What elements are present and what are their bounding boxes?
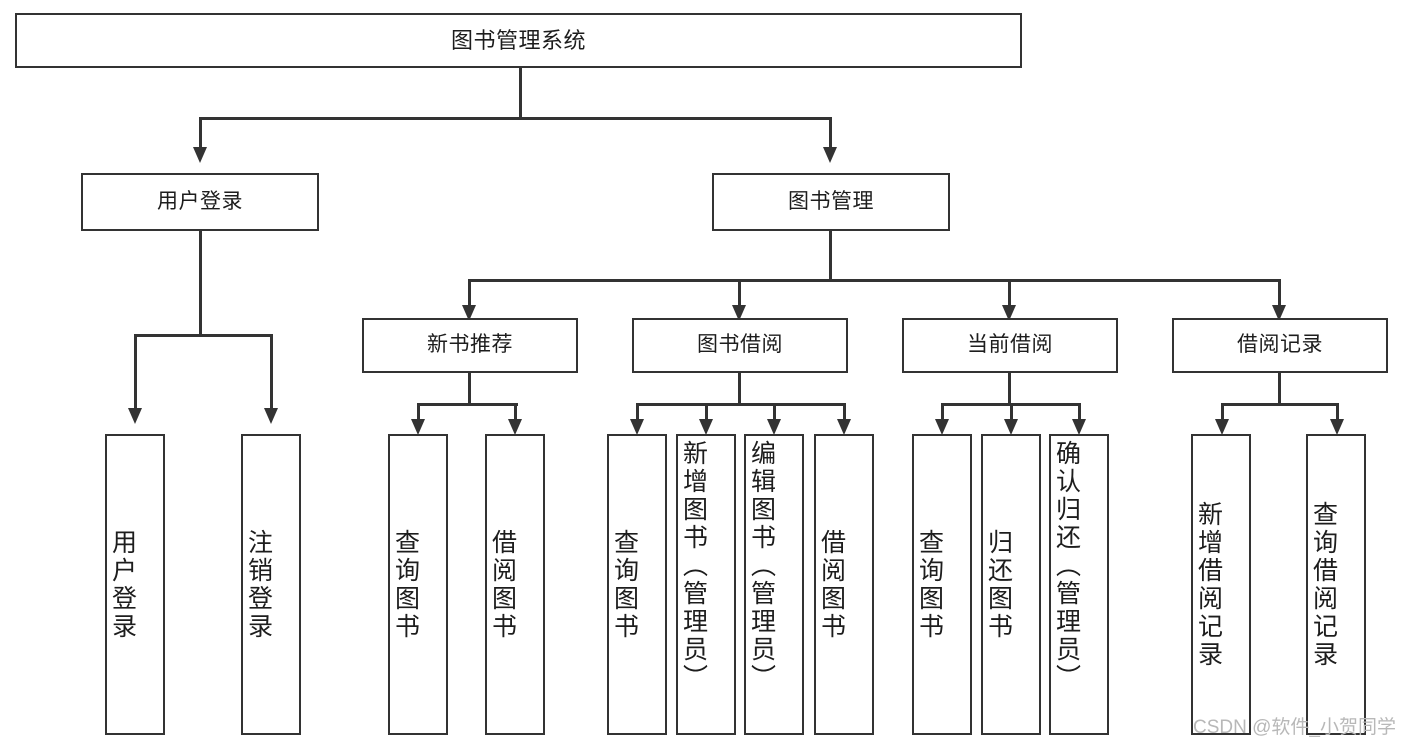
arrow-bb-to-leaf-3: [767, 419, 781, 435]
connector-book-borrow-trunk: [738, 373, 741, 405]
connector-user-login-trunk: [199, 231, 202, 336]
connector-user-login-to-leaf-1: [134, 334, 137, 410]
arrow-nb-to-leaf-1: [411, 419, 425, 435]
connector-current-borrow-trunk: [1008, 373, 1011, 405]
arrow-user-login-to-leaf-1: [128, 408, 142, 424]
connector-book-management-bar: [468, 279, 1280, 282]
arrow-bb-to-leaf-2: [699, 419, 713, 435]
connector-book-borrow-bar: [636, 403, 845, 406]
arrow-bm-to-new-book: [462, 305, 476, 321]
connector-bm-to-new-book: [468, 279, 471, 307]
leaf-new-book-query[interactable]: 查询图书: [388, 434, 448, 735]
arrow-bb-to-leaf-4: [837, 419, 851, 435]
node-label: 新增图书（管理员）: [679, 440, 708, 692]
leaf-current-borrow-return[interactable]: 归还图书: [981, 434, 1041, 735]
node-book-borrow[interactable]: 图书借阅: [632, 318, 848, 373]
leaf-book-borrow-query[interactable]: 查询图书: [607, 434, 667, 735]
leaf-book-borrow-add[interactable]: 新增图书（管理员）: [676, 434, 736, 735]
connector-cb-to-leaf-2: [1010, 403, 1013, 421]
arrow-user-login-to-leaf-2: [264, 408, 278, 424]
leaf-book-borrow-edit[interactable]: 编辑图书（管理员）: [744, 434, 804, 735]
arrow-bm-to-current-borrow: [1002, 305, 1016, 321]
connector-cb-to-leaf-3: [1078, 403, 1081, 421]
node-label: 用户登录: [157, 189, 243, 213]
connector-root-bar: [199, 117, 831, 120]
node-label: 借阅图书: [488, 528, 517, 641]
connector-br-to-leaf-2: [1336, 403, 1339, 421]
arrow-nb-to-leaf-2: [508, 419, 522, 435]
connector-user-login-to-leaf-2: [270, 334, 273, 410]
connector-nb-to-leaf-1: [417, 403, 420, 421]
node-label: 新书推荐: [427, 333, 513, 357]
connector-bb-to-leaf-3: [773, 403, 776, 421]
connector-book-management-trunk: [829, 231, 832, 281]
arrow-bm-to-book-borrow: [732, 305, 746, 321]
node-label: 当前借阅: [967, 333, 1053, 357]
connector-cb-to-leaf-1: [941, 403, 944, 421]
watermark-text: CSDN @软件_小贺同学: [1193, 717, 1396, 738]
node-label: 借阅记录: [1237, 333, 1323, 357]
connector-root-trunk: [519, 68, 522, 118]
arrow-cb-to-leaf-3: [1072, 419, 1086, 435]
node-user-login[interactable]: 用户登录: [81, 173, 319, 231]
leaf-new-book-borrow[interactable]: 借阅图书: [485, 434, 545, 735]
node-label: 借阅图书: [817, 528, 846, 641]
leaf-current-borrow-query[interactable]: 查询图书: [912, 434, 972, 735]
node-book-management-system[interactable]: 图书管理系统: [15, 13, 1022, 68]
arrow-br-to-leaf-1: [1215, 419, 1229, 435]
connector-nb-to-leaf-2: [514, 403, 517, 421]
connector-root-to-user-login: [199, 117, 202, 149]
connector-borrow-record-bar: [1221, 403, 1338, 406]
connector-borrow-record-trunk: [1278, 373, 1281, 405]
arrow-root-to-user-login: [193, 147, 207, 163]
node-new-book-recommend[interactable]: 新书推荐: [362, 318, 578, 373]
leaf-user-login-logout[interactable]: 注销登录: [241, 434, 301, 735]
connector-user-login-bar: [134, 334, 272, 337]
connector-new-book-trunk: [468, 373, 471, 405]
node-label: 用户登录: [108, 528, 137, 641]
arrow-cb-to-leaf-1: [935, 419, 949, 435]
node-label: 编辑图书（管理员）: [747, 440, 776, 692]
leaf-borrow-record-add[interactable]: 新增借阅记录: [1191, 434, 1251, 735]
node-current-borrow[interactable]: 当前借阅: [902, 318, 1118, 373]
node-label: 图书借阅: [697, 333, 783, 357]
arrow-br-to-leaf-2: [1330, 419, 1344, 435]
node-label: 注销登录: [244, 528, 273, 641]
arrow-bm-to-borrow-record: [1272, 305, 1286, 321]
node-label: 查询图书: [391, 528, 420, 641]
node-borrow-record[interactable]: 借阅记录: [1172, 318, 1388, 373]
connector-bb-to-leaf-2: [705, 403, 708, 421]
leaf-current-borrow-confirm[interactable]: 确认归还（管理员）: [1049, 434, 1109, 735]
connector-bm-to-borrow-record: [1278, 279, 1281, 307]
connector-current-borrow-bar: [941, 403, 1078, 406]
arrow-cb-to-leaf-2: [1004, 419, 1018, 435]
connector-bm-to-current-borrow: [1008, 279, 1011, 307]
leaf-book-borrow-borrow[interactable]: 借阅图书: [814, 434, 874, 735]
node-label: 图书管理系统: [450, 27, 586, 53]
node-label: 查询借阅记录: [1309, 500, 1338, 669]
connector-bb-to-leaf-4: [843, 403, 846, 421]
node-label: 归还图书: [984, 528, 1013, 641]
connector-br-to-leaf-1: [1221, 403, 1224, 421]
node-label: 查询图书: [915, 528, 944, 641]
connector-new-book-bar: [417, 403, 518, 406]
connector-bm-to-book-borrow: [738, 279, 741, 307]
node-label: 查询图书: [610, 528, 639, 641]
connector-bb-to-leaf-1: [636, 403, 639, 421]
leaf-user-login-login[interactable]: 用户登录: [105, 434, 165, 735]
arrow-bb-to-leaf-1: [630, 419, 644, 435]
arrow-root-to-book-management: [823, 147, 837, 163]
node-label: 确认归还（管理员）: [1052, 440, 1081, 692]
connector-root-to-book-management: [829, 117, 832, 149]
node-label: 图书管理: [788, 189, 874, 213]
leaf-borrow-record-query[interactable]: 查询借阅记录: [1306, 434, 1366, 735]
node-label: 新增借阅记录: [1194, 500, 1223, 669]
node-book-management[interactable]: 图书管理: [712, 173, 950, 231]
